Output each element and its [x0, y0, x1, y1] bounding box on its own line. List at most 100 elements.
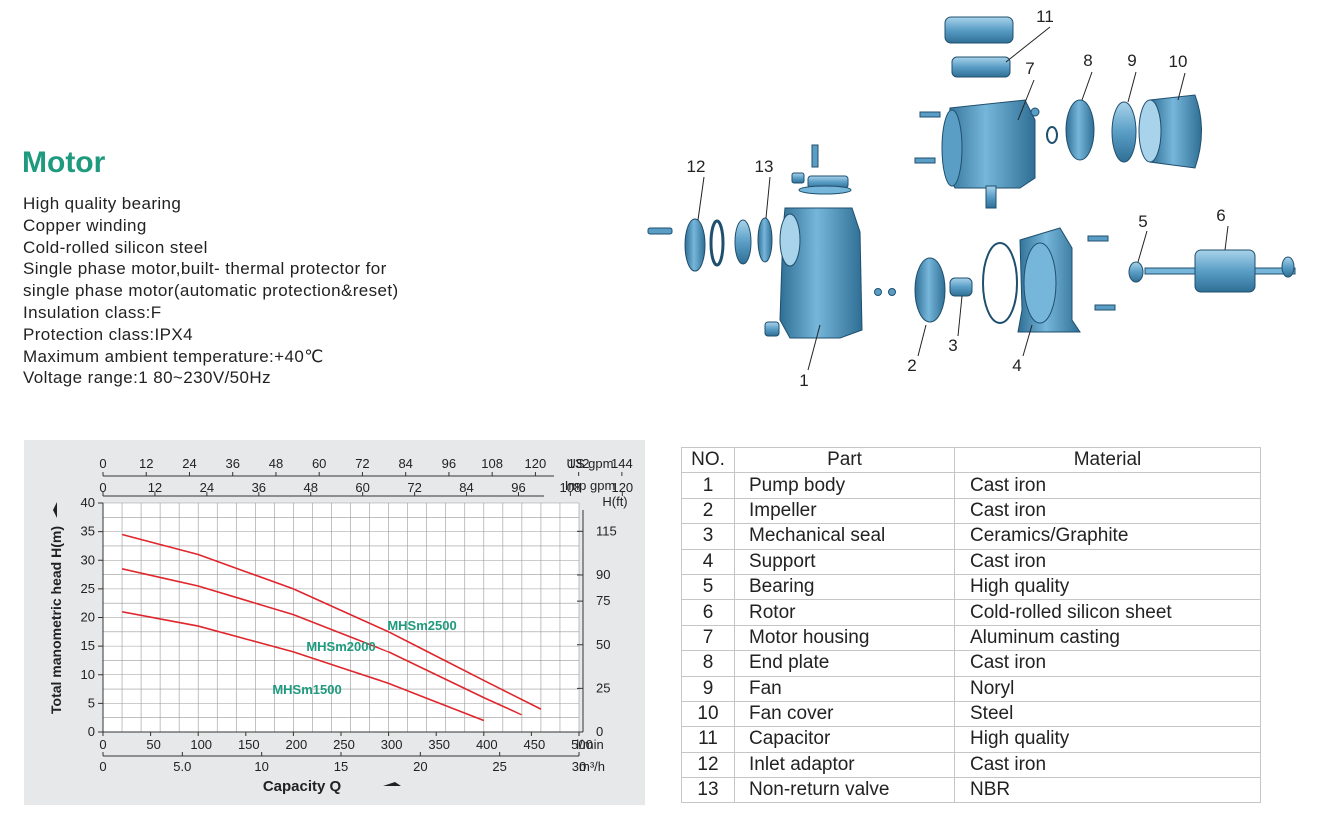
- series-label-MHSm2500: MHSm2500: [387, 618, 456, 633]
- y-tick-label: 5: [88, 695, 95, 710]
- y-ft-tick-label: 90: [596, 567, 610, 582]
- callout-leader-line: [1224, 225, 1229, 251]
- inlet-adaptor-shape: [684, 218, 706, 272]
- x-impgpm-tick-label: 120: [611, 480, 633, 495]
- callout-label-11: 11: [1036, 7, 1054, 26]
- x-usgpm-unit-label: US gpm: [567, 456, 614, 471]
- y-tick-label: 35: [81, 524, 95, 539]
- x-impgpm-tick-label: 0: [99, 480, 106, 495]
- cell-part: Pump body: [734, 472, 955, 499]
- y-ft-tick-label: 50: [596, 637, 610, 652]
- x-usgpm-tick-label: 24: [182, 456, 196, 471]
- x-usgpm-tick-label: 60: [312, 456, 326, 471]
- series-line-MHSm1500: [121, 610, 485, 722]
- cell-part: Mechanical seal: [734, 523, 955, 550]
- x-tick-label: 100: [190, 737, 212, 752]
- x-tick-label: 400: [476, 737, 498, 752]
- motor-feature: Single phase motor,built- thermal protec…: [23, 259, 387, 279]
- x-usgpm-tick-label: 84: [398, 456, 412, 471]
- x-usgpm-tick-label: 120: [525, 456, 547, 471]
- series-line-MHSm2500: [121, 533, 542, 710]
- non-return-valve-shape: [757, 217, 773, 263]
- cell-part: Impeller: [734, 497, 955, 525]
- callout-leader-line: [807, 324, 821, 371]
- x-m3h-tick-label: 15: [334, 759, 348, 774]
- o-ring-shape: [1046, 126, 1058, 144]
- y-tick-label: 30: [81, 552, 95, 567]
- bolt-shape: [919, 111, 941, 118]
- cell-material: Noryl: [954, 675, 1261, 702]
- callout-label-8: 8: [1083, 51, 1092, 70]
- x-usgpm-tick-label: 72: [355, 456, 369, 471]
- support-face-shape: [1023, 242, 1057, 324]
- cell-material: Cast iron: [954, 751, 1261, 779]
- callout-leader-line: [1017, 79, 1035, 121]
- x-arrow-icon: [383, 782, 401, 786]
- x-impgpm-tick-label: 12: [148, 480, 162, 495]
- bolt-shape: [1087, 235, 1109, 242]
- callout-label-3: 3: [948, 336, 957, 355]
- pump-body-shape: [779, 207, 863, 339]
- cell-part: Fan cover: [734, 700, 955, 728]
- x-tick-label: 0: [99, 737, 106, 752]
- header-material: Material: [954, 446, 1261, 474]
- y-ft-tick-label: 25: [596, 680, 610, 695]
- x-tick-label: 200: [286, 737, 308, 752]
- cell-material: Cold-rolled silicon sheet: [954, 599, 1261, 626]
- callout-label-1: 1: [799, 371, 808, 390]
- mechanical-seal-shape: [949, 277, 973, 297]
- cell-part: Support: [734, 548, 955, 575]
- cell-no: 3: [681, 523, 735, 550]
- callout-leader-line: [1081, 71, 1093, 101]
- bearing-shape: [1128, 261, 1144, 283]
- motor-feature: Protection class:IPX4: [23, 324, 193, 344]
- cell-part: Bearing: [734, 573, 955, 601]
- cell-no: 7: [681, 624, 735, 652]
- cell-no: 1: [681, 472, 735, 499]
- x-m3h-unit-label: m³/h: [579, 759, 605, 774]
- cell-material: Cast iron: [954, 650, 1261, 677]
- callout-label-10: 10: [1169, 52, 1188, 71]
- x-usgpm-tick-label: 96: [442, 456, 456, 471]
- y-tick-label: 15: [81, 638, 95, 653]
- washer-shape: [888, 288, 896, 296]
- rotor-bearing-shape: [1281, 256, 1295, 278]
- cell-part: Rotor: [734, 599, 955, 626]
- pump-gasket-shape: [798, 185, 852, 195]
- x-tick-label: 300: [381, 737, 403, 752]
- cell-material: Ceramics/Graphite: [954, 523, 1261, 550]
- motor-feature: High quality bearing: [23, 194, 182, 213]
- x-usgpm-tick-label: 0: [99, 456, 106, 471]
- callout-label-9: 9: [1127, 51, 1136, 70]
- cell-no: 10: [681, 700, 735, 728]
- motor-title: Motor: [22, 146, 106, 179]
- cell-no: 4: [681, 548, 735, 575]
- cell-no: 12: [681, 751, 735, 779]
- cell-material: Aluminum casting: [954, 624, 1261, 652]
- series-label-MHSm2000: MHSm2000: [306, 639, 375, 654]
- series-label-MHSm1500: MHSm1500: [272, 682, 341, 697]
- impeller-shape: [914, 257, 946, 323]
- pump-top-bolt-shape: [811, 144, 819, 168]
- capacitor-cover-shape: [944, 16, 1014, 44]
- cell-part: End plate: [734, 650, 955, 677]
- x-impgpm-tick-label: 24: [200, 480, 214, 495]
- callout-leader-line: [697, 176, 705, 221]
- x-impgpm-unit-label: Imp gpm: [565, 478, 616, 493]
- cell-no: 11: [681, 726, 735, 753]
- y-tick-label: 0: [88, 724, 95, 739]
- y-tick-label: 40: [81, 495, 95, 510]
- x-m3h-tick-label: 5.0: [173, 759, 191, 774]
- x-m3h-tick-label: 10: [254, 759, 268, 774]
- x-m3h-tick-label: 30: [572, 759, 586, 774]
- inlet-flange-shape: [734, 219, 752, 265]
- motor-feature: Insulation class:F: [23, 302, 162, 322]
